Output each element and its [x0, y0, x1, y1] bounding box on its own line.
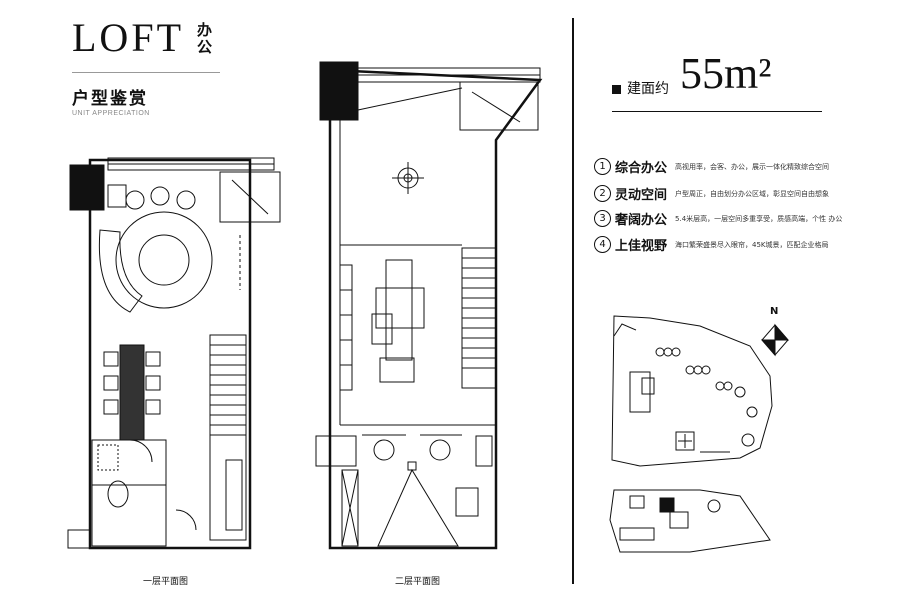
area-label: 建面约	[612, 78, 669, 98]
subtitle-cn: 户型鉴赏	[72, 89, 148, 109]
vertical-divider	[572, 18, 574, 584]
floor2-plan	[315, 61, 543, 550]
compass-north-label: N	[770, 306, 779, 317]
area-underline	[612, 111, 822, 112]
compass-icon	[760, 323, 790, 357]
feature-desc: 海口繁荣盛景尽入眼帘，45K城景，匹配企业格局	[675, 240, 829, 249]
feature-desc: 5.4米层高，一层空间多重享受，质感高端，个性 办公	[675, 214, 843, 223]
feature-name: 奢阔办公	[615, 213, 668, 228]
feature-name: 上佳视野	[615, 239, 668, 254]
feature-desc: 高视用率，会客、办公，展示一体化精致综合空间	[675, 162, 830, 171]
feature-4: 4 上佳视野海口繁荣盛景尽入眼帘，45K城景，匹配企业格局	[594, 234, 829, 254]
feature-number: 1	[594, 158, 611, 175]
subtitle-en: UNIT APPRECIATION	[72, 110, 150, 117]
feature-3: 3 奢阔办公 5.4米层高，一层空间多重享受，质感高端，个性 办公	[594, 208, 842, 228]
feature-name: 综合办公	[615, 161, 668, 176]
feature-desc: 户型周正，自由划分办公区域，彰显空间自由想象	[675, 189, 830, 198]
feature-name: 灵动空间	[615, 188, 668, 203]
floor1-label: 一层平面图	[143, 577, 189, 587]
title-office: 办公	[197, 21, 213, 56]
header-divider	[72, 72, 220, 73]
feature-number: 2	[594, 185, 611, 202]
site-map	[609, 315, 773, 553]
feature-2: 2 灵动空间户型周正，自由划分办公区域，彰显空间自由想象	[594, 183, 829, 203]
floor2-label: 二层平面图	[395, 577, 441, 587]
feature-number: 3	[594, 210, 611, 227]
floor1-plan	[67, 157, 281, 550]
feature-1: 1 综合办公高视用率，会客、办公，展示一体化精致综合空间	[594, 156, 829, 176]
feature-number: 4	[594, 236, 611, 253]
title-loft: LOFT	[72, 15, 184, 60]
area-value: 55m²	[680, 49, 772, 98]
